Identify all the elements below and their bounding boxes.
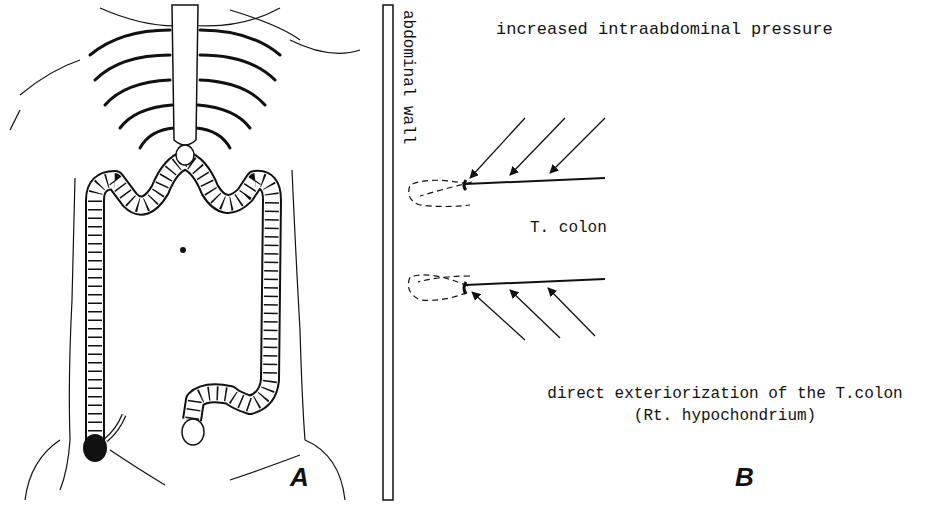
transverse-colon xyxy=(408,178,605,300)
abdominal-wall xyxy=(383,5,393,500)
panel-letter: B xyxy=(735,462,754,493)
sternum xyxy=(172,5,198,145)
note-label: increased intraabdominal pressure xyxy=(496,20,833,40)
structure-label: abdominal wall xyxy=(398,10,417,144)
note-label: direct exteriorization of the T.colon (R… xyxy=(530,384,920,427)
panel-letter: A xyxy=(290,462,309,493)
structure-label: T. colon xyxy=(530,219,607,238)
colon xyxy=(83,145,272,462)
